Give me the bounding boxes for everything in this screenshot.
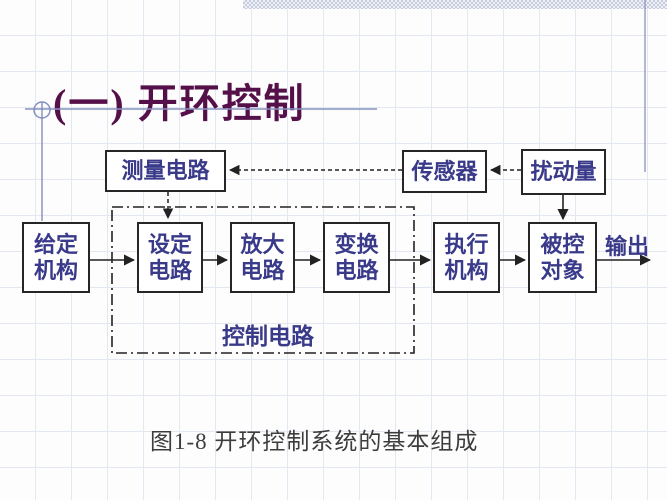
solid-arrows	[90, 195, 652, 266]
node-measurement-circuit: 测量电路	[105, 150, 226, 192]
control-circuit-label: 控制电路	[222, 324, 314, 349]
node-sensor: 传感器	[402, 150, 487, 193]
node-setting-circuit: 设定 电路	[137, 222, 203, 293]
figure-caption: 图1-8 开环控制系统的基本组成	[150, 429, 479, 454]
output-label: 输出	[605, 234, 650, 259]
node-controlled-object: 被控 对象	[528, 222, 597, 293]
node-given-mechanism: 给定 机构	[22, 222, 90, 293]
node-amplifier-circuit: 放大 电路	[230, 222, 295, 293]
node-transform-circuit: 变换 电路	[323, 222, 390, 293]
node-actuator: 执行 机构	[433, 222, 500, 293]
checkered-band-decoration	[243, 0, 667, 9]
node-disturbance: 扰动量	[521, 149, 606, 195]
slide-title: (一) 开环控制	[53, 80, 306, 126]
title-underline-decoration	[25, 101, 377, 221]
control-circuit-dashed-box	[111, 206, 415, 354]
dashed-arrows	[162, 164, 521, 220]
